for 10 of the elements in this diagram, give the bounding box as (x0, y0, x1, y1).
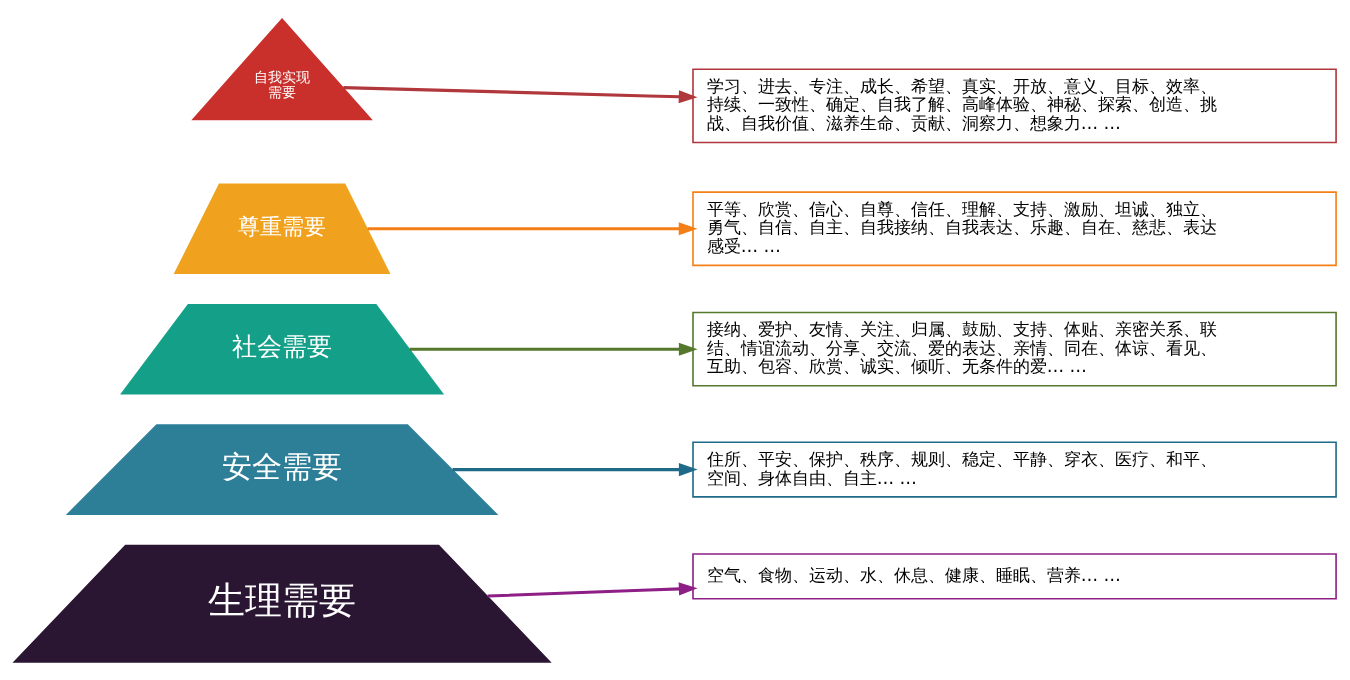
arrow (487, 581, 698, 598)
arrow (343, 85, 698, 103)
node-box: 住所、平安、保护、秩序、规则、稳定、平静、穿衣、医疗、和平、空间、身体自由、自主… … (692, 441, 1337, 498)
node-box: 空气、食物、运动、水、休息、健康、睡眠、营养… … (692, 552, 1337, 600)
node-box: 接纳、爱护、友情、关注、归属、鼓励、支持、体贴、亲密关系、联结、情谊流动、分享、交流、爱的表达、亲情、同在、体谅、看见、互助、包容、欣赏、诚实、倾听、无条件的爱… … (692, 311, 1337, 387)
arrow (409, 342, 698, 356)
arrow (367, 221, 698, 235)
node-box: 平等、欣赏、信心、自尊、信任、理解、支持、激励、坦诚、独立、勇气、自信、自主、自我接纳、自我表达、乐趣、自在、慈悲、表达感受… … (692, 190, 1337, 266)
node-box: 学习、进去、专注、成长、希望、真实、开放、意义、目标、效率、持续、一致性、确定、自我了解、高峰体验、神秘、探索、创造、挑战、自我价值、滋养生命、贡献、洞察力、想象力… … (692, 67, 1337, 143)
arrow (452, 462, 698, 476)
